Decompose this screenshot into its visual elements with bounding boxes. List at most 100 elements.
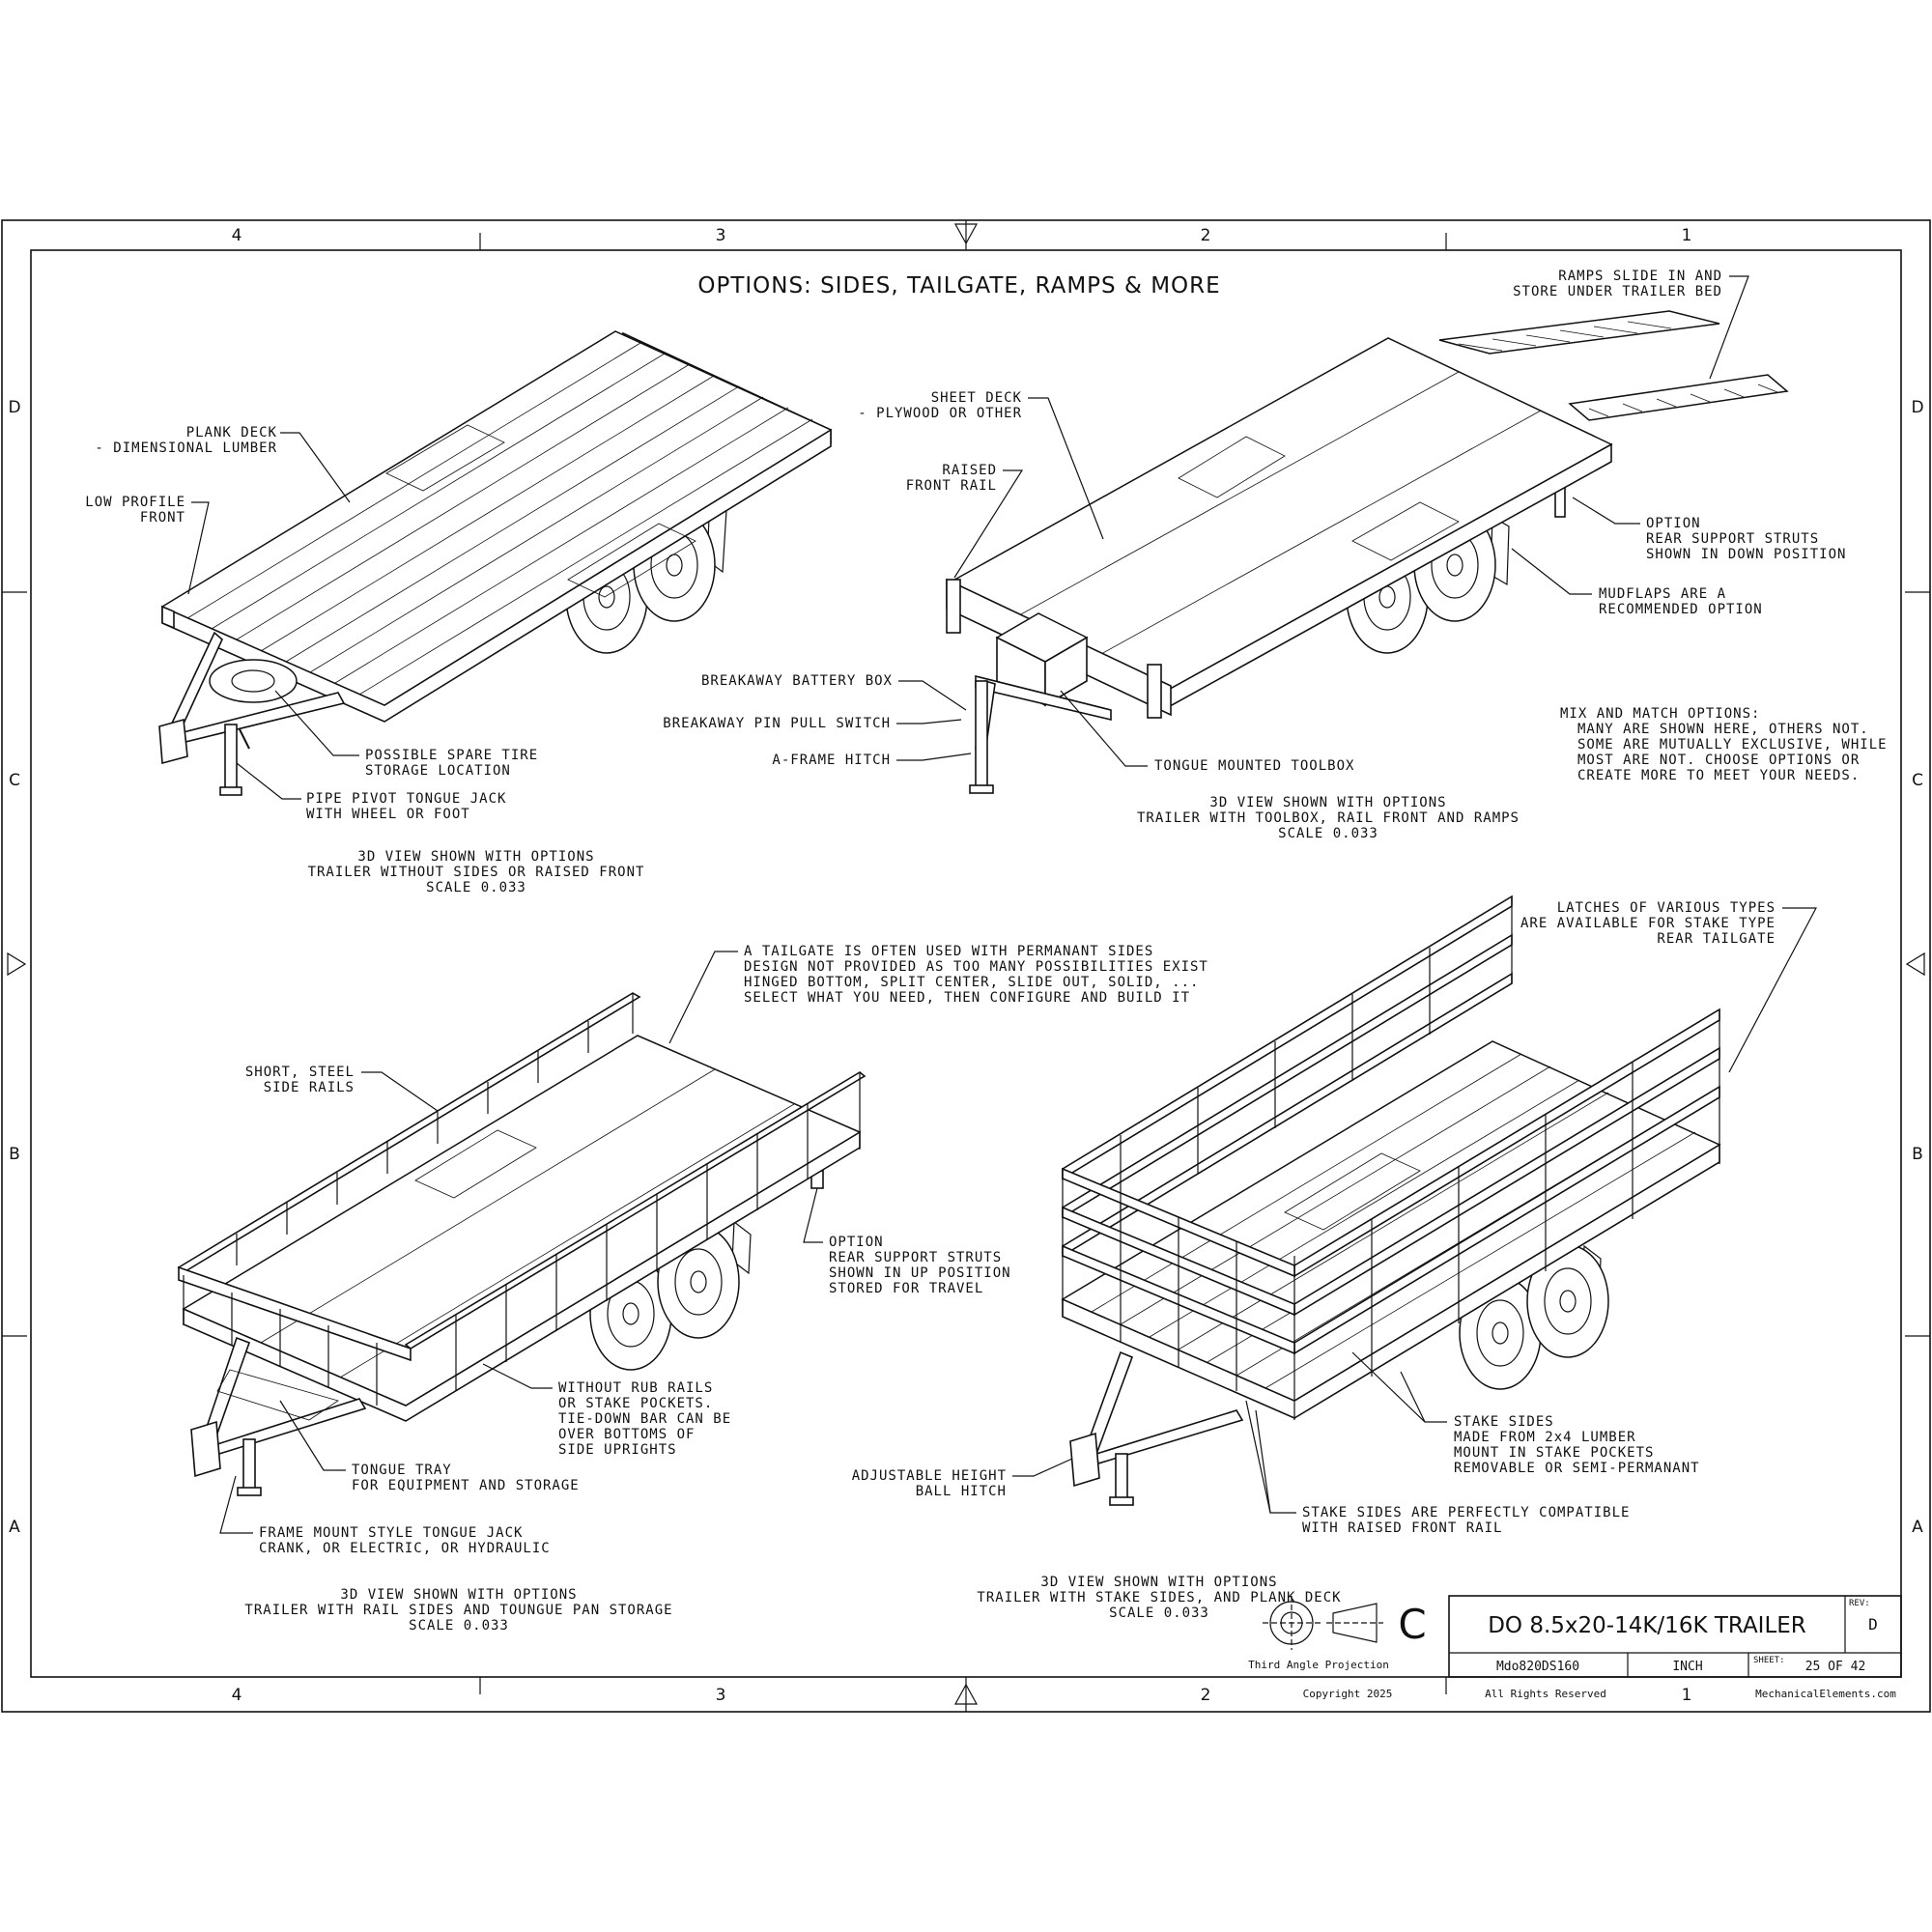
zone-labels: 4 3 2 1 4 3 2 1 D C B A D C B A [8,226,1923,1705]
callout-struts-up-line2: REAR SUPPORT STRUTS [829,1250,1002,1265]
zone-row-left-d: D [8,398,20,417]
callout-pipe-jack-line2: WITH WHEEL OR FOOT [306,807,470,822]
zone-row-left-a: A [9,1518,20,1537]
part-number: Mdo820DS160 [1496,1660,1579,1674]
view3-caption-line3: SCALE 0.033 [409,1618,509,1634]
callout-plank-deck-line2: - DIMENSIONAL LUMBER [95,440,277,456]
units: INCH [1672,1660,1702,1674]
callout-rear-struts-line3: SHOWN IN DOWN POSITION [1646,547,1846,562]
zone-row-right-d: D [1911,398,1923,417]
projection-letter: C [1398,1601,1426,1648]
callout-tailgate-line4: SELECT WHAT YOU NEED, THEN CONFIGURE AND… [744,990,1190,1006]
website: MechanicalElements.com [1755,1688,1896,1700]
callout-rub-rails-line3: TIE-DOWN BAR CAN BE [558,1411,731,1427]
callout-tailgate-line3: HINGED BOTTOM, SPLIT CENTER, SLIDE OUT, … [744,975,1199,990]
view1-caption-line2: TRAILER WITHOUT SIDES OR RAISED FRONT [308,865,645,880]
callout-frame-jack-line1: FRAME MOUNT STYLE TONGUE JACK [259,1525,523,1541]
callout-tailgate-line2: DESIGN NOT PROVIDED AS TOO MANY POSSIBIL… [744,959,1208,975]
callout-stake-sides-line1: STAKE SIDES [1454,1414,1554,1430]
callout-low-profile-line1: LOW PROFILE [85,495,185,510]
trailer-view-3 [177,992,867,1496]
zone-row-right-c: C [1912,771,1923,790]
mix-match-line4: MOST ARE NOT. CHOOSE OPTIONS OR [1577,753,1860,768]
trailer-view-2 [946,310,1789,794]
spare-tire [209,659,298,703]
zone-row-right-b: B [1912,1145,1923,1164]
callout-low-profile-line2: FRONT [140,510,185,526]
callout-compatible-line1: STAKE SIDES ARE PERFECTLY COMPATIBLE [1302,1505,1630,1520]
callout-rub-rails-line5: SIDE UPRIGHTS [558,1442,677,1458]
tongue-tray [216,1369,339,1421]
callout-spare-tire-line2: STORAGE LOCATION [365,763,511,779]
view2-caption-line3: SCALE 0.033 [1278,826,1378,841]
view4-caption-line2: TRAILER WITH STAKE SIDES, AND PLANK DECK [977,1590,1341,1605]
callout-rear-struts-line2: REAR SUPPORT STRUTS [1646,531,1819,547]
third-angle-projection-symbol: C Third Angle Projection [1248,1596,1427,1671]
callout-compatible-line2: WITH RAISED FRONT RAIL [1302,1520,1502,1536]
callout-tongue-tray-line1: TONGUE TRAY [352,1463,452,1478]
view2-caption-line1: 3D VIEW SHOWN WITH OPTIONS [1209,795,1446,810]
tongue [158,631,346,765]
mix-match-line5: CREATE MORE TO MEET YOUR NEEDS. [1577,768,1860,783]
zone-col-bottom-1: 1 [1682,1686,1692,1705]
callout-pipe-jack-line1: PIPE PIVOT TONGUE JACK [306,791,506,807]
callout-side-rails-line2: SIDE RAILS [264,1080,355,1095]
view1-caption-line3: SCALE 0.033 [426,880,526,895]
view3-caption-line2: TRAILER WITH RAIL SIDES AND TOUNGUE PAN … [244,1603,672,1618]
front-stake-rail [1062,1167,1295,1391]
view4-caption-line1: 3D VIEW SHOWN WITH OPTIONS [1040,1575,1277,1590]
callout-plank-deck-line1: PLANK DECK [186,425,277,440]
view1-callouts: PLANK DECK - DIMENSIONAL LUMBER LOW PROF… [85,425,645,895]
callout-tongue-tray-line2: FOR EQUIPMENT AND STORAGE [352,1478,580,1493]
ball-hitch [1069,1432,1100,1488]
far-stake-side [1062,895,1513,1258]
callout-ball-hitch-line1: ADJUSTABLE HEIGHT [852,1468,1007,1484]
callout-ramps-line2: STORE UNDER TRAILER BED [1513,284,1722,299]
callout-stake-sides-line4: REMOVABLE OR SEMI-PERMANANT [1454,1461,1700,1476]
callout-a-frame: A-FRAME HITCH [772,753,891,768]
callout-battery-box: BREAKAWAY BATTERY BOX [701,673,893,689]
zone-col-top-1: 1 [1682,226,1692,245]
projection-label: Third Angle Projection [1248,1659,1389,1671]
callout-rub-rails-line1: WITHOUT RUB RAILS [558,1380,713,1396]
callout-latches-line3: REAR TAILGATE [1657,931,1776,947]
view4-callouts: LATCHES OF VARIOUS TYPES ARE AVAILABLE F… [852,900,1817,1621]
trailer-view-1 [158,330,833,796]
callout-ramps-line1: RAMPS SLIDE IN AND [1558,269,1722,284]
ramps [1438,310,1789,421]
zone-col-top-4: 4 [232,226,242,245]
zone-col-top-3: 3 [716,226,726,245]
view1-caption-line1: 3D VIEW SHOWN WITH OPTIONS [357,849,594,865]
callout-stake-sides-line2: MADE FROM 2x4 LUMBER [1454,1430,1636,1445]
callout-latches-line2: ARE AVAILABLE FOR STAKE TYPE [1520,916,1776,931]
callout-frame-jack-line2: CRANK, OR ELECTRIC, OR HYDRAULIC [259,1541,551,1556]
zone-row-left-b: B [9,1145,20,1164]
callout-rub-rails-line4: OVER BOTTOMS OF [558,1427,695,1442]
callout-side-rails-line1: SHORT, STEEL [245,1065,355,1080]
rev-value: D [1868,1615,1878,1634]
callout-sheet-deck-line1: SHEET DECK [931,390,1022,406]
callout-rub-rails-line2: OR STAKE POCKETS. [558,1396,713,1411]
callout-rear-struts-line1: OPTION [1646,516,1701,531]
mix-match-line2: MANY ARE SHOWN HERE, OTHERS NOT. [1577,722,1869,737]
callout-tailgate-line1: A TAILGATE IS OFTEN USED WITH PERMANANT … [744,944,1153,959]
callout-pin-switch: BREAKAWAY PIN PULL SWITCH [663,716,891,731]
title-block: DO 8.5x20-14K/16K TRAILER REV: D Mdo820D… [1303,1595,1902,1700]
frame-mount-jack [242,1438,256,1493]
callout-sheet-deck-line2: - PLYWOOD OR OTHER [858,406,1022,421]
rev-label: REV: [1849,1599,1870,1608]
sheet-number: 25 OF 42 [1805,1660,1866,1674]
view3-caption-line1: 3D VIEW SHOWN WITH OPTIONS [340,1587,577,1603]
callout-struts-up-line1: OPTION [829,1235,884,1250]
mix-match-line1: MIX AND MATCH OPTIONS: [1560,706,1760,722]
callout-mudflaps-line2: RECOMMENDED OPTION [1599,602,1763,617]
callout-struts-up-line4: STORED FOR TRAVEL [829,1281,983,1296]
zone-row-right-a: A [1912,1518,1923,1537]
deck-planks [186,342,813,696]
sheet-label: SHEET: [1753,1656,1785,1665]
view2-caption-line2: TRAILER WITH TOOLBOX, RAIL FRONT AND RAM… [1137,810,1520,826]
mix-match-line3: SOME ARE MUTUALLY EXCLUSIVE, WHILE [1577,737,1888,753]
zone-col-top-2: 2 [1201,226,1211,245]
callout-spare-tire-line1: POSSIBLE SPARE TIRE [365,748,538,763]
